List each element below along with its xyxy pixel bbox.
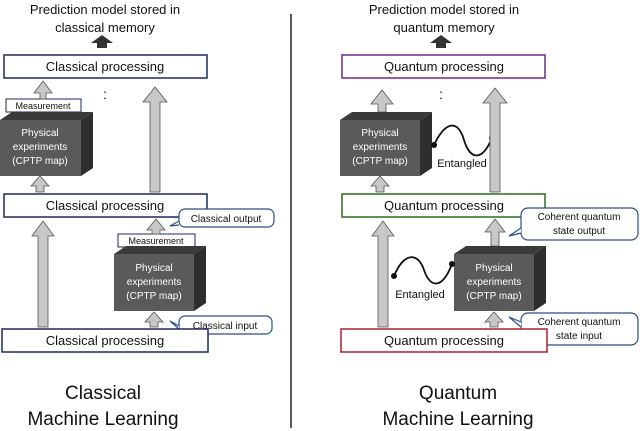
right-cube-side-face <box>420 112 432 176</box>
left-input-callout-text: Classical input <box>193 321 258 332</box>
right-exp2-line1: Physical <box>475 263 512 274</box>
right-up-arrow-bottom-cube <box>484 311 504 328</box>
left-output-callout <box>178 208 275 228</box>
right-mid-processing-box <box>341 193 546 218</box>
right-up-arrow-cube2-mid <box>484 218 506 247</box>
right-up-arrow-bottom-mid <box>371 220 395 328</box>
right-exp2-line2: experiments <box>467 277 521 288</box>
right-exp1-line2: experiments <box>353 142 407 153</box>
left-output-callout-text: Classical output <box>191 214 262 225</box>
right-entangled-wave-top <box>433 124 493 157</box>
left-output-callout-tail <box>169 220 180 227</box>
left-cube2-top-face <box>114 246 206 254</box>
left-measurement-label-2: Measurement <box>128 236 184 246</box>
right-output-callout <box>520 207 639 241</box>
right-up-arrow-mid-top <box>482 87 508 193</box>
right-dots: : <box>439 86 443 102</box>
right-entangled-wave-bottom <box>393 256 453 285</box>
right-entangled-dot-bottom-right <box>449 261 455 267</box>
right-exp1-line3: (CPTP map) <box>352 156 407 167</box>
right-bottom-processing-label: Quantum processing <box>384 333 504 348</box>
right-entangled-label-top: Entangled <box>437 158 487 170</box>
left-caption-line2: Machine Learning <box>27 409 178 430</box>
right-entangled-label-bottom: Entangled <box>395 289 445 301</box>
left-top-up-arrow <box>91 35 113 48</box>
left-bottom-processing-label: Classical processing <box>46 333 165 348</box>
left-exp2-line2: experiments <box>127 277 181 288</box>
left-exp1-line1: Physical <box>21 128 58 139</box>
left-up-arrow-bottom-mid <box>31 220 55 328</box>
left-up-arrow-measure-top <box>33 80 53 100</box>
right-mid-processing-label: Quantum processing <box>384 198 504 213</box>
right-cube2-side-face <box>534 246 546 311</box>
right-cube2-front-face <box>454 254 534 311</box>
left-top-processing-box <box>3 54 208 79</box>
right-cube2-top-face <box>454 246 546 254</box>
left-cube2-side-face <box>194 246 206 311</box>
right-top-note-line2: quantum memory <box>393 20 495 35</box>
right-entangled-dot-bottom-left <box>391 273 397 279</box>
left-caption-line1: Classical <box>65 383 141 404</box>
left-exp1-line2: experiments <box>13 142 67 153</box>
right-cube-front-face <box>340 120 420 176</box>
right-entangled-dot-top-left <box>431 142 437 148</box>
left-dots: : <box>103 86 107 102</box>
right-up-arrow-cube-top <box>370 89 394 113</box>
right-output-callout-line2: state output <box>553 226 605 237</box>
right-input-callout-line2: state input <box>556 331 602 342</box>
left-exp2-line3: (CPTP map) <box>126 291 181 302</box>
right-exp1-line1: Physical <box>361 128 398 139</box>
right-top-up-arrow <box>430 35 452 48</box>
left-exp1-line3: (CPTP map) <box>12 156 67 167</box>
left-up-arrow-measure-mid <box>146 218 166 235</box>
left-up-arrow-mid-cube <box>30 175 50 193</box>
left-up-arrow-bottom-cube <box>144 311 164 328</box>
left-input-callout-tail <box>169 320 180 330</box>
left-cube-top-face <box>0 112 93 120</box>
right-input-callout-tail <box>508 316 522 328</box>
left-top-note-line1: Prediction model stored in <box>30 2 180 17</box>
left-cube-front-face <box>0 120 81 176</box>
right-up-arrow-mid-cube <box>370 175 390 193</box>
right-output-callout-tail <box>508 227 522 237</box>
right-bottom-processing-box <box>340 328 548 353</box>
right-top-note-line1: Prediction model stored in <box>369 2 519 17</box>
left-top-note-line2: classical memory <box>55 20 155 35</box>
right-caption-line2: Machine Learning <box>382 409 533 430</box>
left-mid-processing-box <box>3 193 208 218</box>
left-cube2-front-face <box>114 254 194 311</box>
right-cube-top-face <box>340 112 432 120</box>
left-top-processing-label: Classical processing <box>46 59 165 74</box>
left-exp2-line1: Physical <box>135 263 172 274</box>
left-cube-side-face <box>81 112 93 176</box>
left-measurement-label: Measurement <box>15 101 71 111</box>
right-exp2-line3: (CPTP map) <box>466 291 521 302</box>
right-input-callout-line1: Coherent quantum <box>538 317 621 328</box>
left-mid-processing-label: Classical processing <box>46 198 165 213</box>
right-top-processing-label: Quantum processing <box>384 59 504 74</box>
left-bottom-processing-box <box>1 328 209 353</box>
right-caption-line1: Quantum <box>419 383 497 404</box>
right-output-callout-line1: Coherent quantum <box>538 212 621 223</box>
left-up-arrow-mid-top <box>142 86 168 193</box>
right-top-processing-box <box>341 54 546 79</box>
